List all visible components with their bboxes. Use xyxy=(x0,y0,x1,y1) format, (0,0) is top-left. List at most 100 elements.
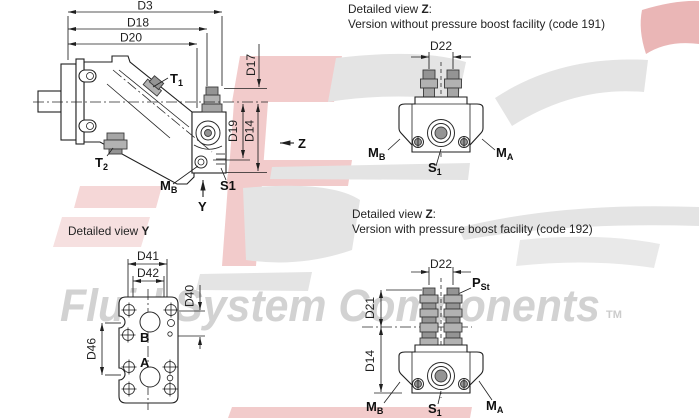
detail-view-z-191: Detailed view Z: Version without pressur… xyxy=(348,2,605,177)
z-direction-arrow: Z xyxy=(280,136,306,151)
port-boss-arc xyxy=(193,144,223,150)
watermark-letter-s-top xyxy=(328,53,466,102)
dim-label-d18: D18 xyxy=(127,16,149,30)
dim-label-d14: D14 xyxy=(243,120,257,142)
detail-z-192-title: Detailed view Z: xyxy=(352,207,436,221)
crosshair-hole xyxy=(120,327,136,343)
svg-text:MA: MA xyxy=(496,145,514,162)
label-mb-main: MB xyxy=(160,165,199,195)
small-hole xyxy=(166,374,174,382)
crosshair-hole xyxy=(162,381,178,397)
s1-plug-hex xyxy=(203,94,221,105)
watermark-pink-band-title-y xyxy=(53,217,150,247)
label-mb-192: MB xyxy=(366,381,401,416)
crosshair-hole xyxy=(121,302,137,318)
watermark-trademark: TM xyxy=(606,309,622,321)
crosshair-hole xyxy=(162,359,178,375)
svg-text:MB: MB xyxy=(366,399,384,416)
pump-body xyxy=(37,55,227,185)
bent-axis-centerline xyxy=(112,69,213,153)
dimension-d14-main: D14 xyxy=(226,104,267,173)
dim-label-d42: D42 xyxy=(137,266,159,280)
dimension-d40: D40 xyxy=(177,285,205,349)
dim-label-d41: D41 xyxy=(137,249,159,263)
t1-fitting xyxy=(142,75,165,97)
port-a-circle xyxy=(139,366,161,388)
flange-slot-hole xyxy=(86,72,94,80)
y-direction-arrow: Y xyxy=(198,180,207,214)
svg-text:S1: S1 xyxy=(428,160,442,177)
label-t1: T1 xyxy=(152,71,183,88)
small-hole xyxy=(167,331,173,337)
crosshair-hole xyxy=(121,359,137,375)
detail-y-title: Detailed view Y xyxy=(68,224,149,238)
dim-label-d20: D20 xyxy=(120,31,142,45)
label-ma-191: MA xyxy=(481,138,514,162)
watermark-gray-blob-right xyxy=(516,236,660,268)
label-s1-main: S1 xyxy=(220,167,236,193)
bolt-left-191 xyxy=(412,136,424,148)
label-mb-191: MB xyxy=(368,138,401,162)
svg-text:PSt: PSt xyxy=(472,275,490,292)
dimension-d21: D21 xyxy=(363,289,422,327)
watermark-letter-f-top-bar xyxy=(232,56,342,102)
svg-text:S1: S1 xyxy=(220,178,236,193)
dim-label-d19: D19 xyxy=(226,120,240,142)
flange-front-plate xyxy=(75,58,85,145)
watermark-red-corner-swoosh xyxy=(640,0,699,54)
small-hole xyxy=(167,319,175,327)
boost-valve-left xyxy=(419,287,439,354)
s1-plug-collar xyxy=(201,103,223,113)
dimension-d20: D20 xyxy=(68,31,197,47)
crosshair-hole xyxy=(163,302,178,318)
housing-inner-line xyxy=(106,83,171,139)
svg-text:T2: T2 xyxy=(95,155,108,172)
svg-text:MA: MA xyxy=(486,398,504,415)
label-pst: PSt xyxy=(457,275,490,295)
dim-label-d14-192: D14 xyxy=(363,350,377,372)
dim-label-d22-192: D22 xyxy=(430,257,452,271)
watermark-pink-band-bottom xyxy=(228,407,472,418)
watermark-letter-c-top xyxy=(495,59,648,126)
dim-label-d40: D40 xyxy=(183,285,197,307)
detail-z-191-subtitle: Version without pressure boost facility … xyxy=(348,17,605,31)
label-ma-192: MA xyxy=(478,380,504,415)
dim-label-d46: D46 xyxy=(85,338,99,360)
svg-text:MB: MB xyxy=(368,145,386,162)
detail-view-y: Detailed view Y D41 D42 D40 D46 xyxy=(68,224,205,410)
port-b-circle xyxy=(139,311,161,333)
watermark-pink-band-left xyxy=(74,186,162,208)
flange-slot-hole xyxy=(86,122,94,130)
bolt-left-192 xyxy=(412,378,424,390)
dimension-d19: D19 xyxy=(213,104,250,161)
crosshair-hole xyxy=(121,381,137,397)
dim-label-d17: D17 xyxy=(244,54,258,76)
svg-text:T1: T1 xyxy=(170,71,183,88)
main-view: D3 D18 D20 xyxy=(33,0,306,214)
s1-plug-191 xyxy=(434,126,448,140)
dimension-d3: D3 xyxy=(68,0,222,15)
s1-plug-cap xyxy=(205,86,219,96)
watermark-letter-c-mid xyxy=(458,206,699,240)
dim-label-d21: D21 xyxy=(363,297,377,319)
drive-shaft xyxy=(37,90,62,113)
dimension-d18: D18 xyxy=(68,16,207,32)
boost-valve-right xyxy=(443,287,463,354)
dimension-d22-191: D22 xyxy=(411,39,471,69)
label-y-axis: Y xyxy=(198,199,207,214)
detail-view-z-192: Detailed view Z: Version with pressure b… xyxy=(352,207,593,418)
watermark-letter-s-bowl xyxy=(243,185,360,263)
svg-text:S1: S1 xyxy=(428,401,442,418)
fastener-holes xyxy=(120,302,178,397)
label-port-a: A xyxy=(140,355,150,370)
t2-fitting xyxy=(103,132,128,155)
detail-z-191-title: Detailed view Z: xyxy=(348,2,432,16)
label-s1-192: S1 xyxy=(428,390,442,418)
dimension-d22-192: D22 xyxy=(411,257,471,285)
label-port-b: B xyxy=(140,330,149,345)
mounting-plate xyxy=(118,296,179,404)
svg-text:MB: MB xyxy=(160,178,178,195)
bolt-right-192 xyxy=(458,378,470,390)
watermark-gray-band-mid xyxy=(270,163,470,180)
